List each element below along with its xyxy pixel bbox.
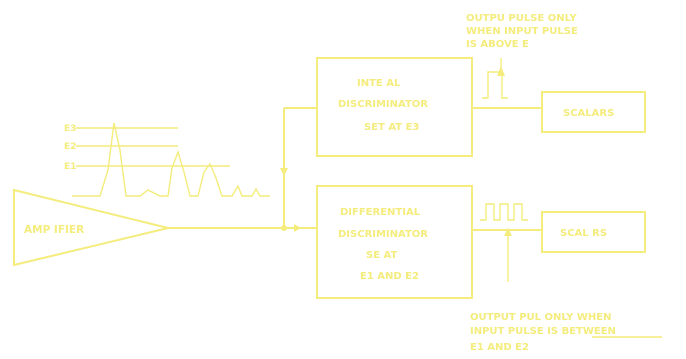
bottom-note-line1: OUTPUT PUL ONLY WHEN (470, 312, 612, 323)
integral-line1: INTE AL (357, 78, 401, 89)
scalar-box-top (541, 91, 646, 133)
amplifier-label: AMP IFIER (24, 224, 84, 236)
differential-line2: DISCRIMINATOR (338, 229, 428, 240)
bottom-note-line2: INPUT PULSE IS BETWEEN (470, 326, 616, 337)
scalar-top-label: SCALARS (563, 108, 614, 119)
top-note-line2: WHEN INPUT PULSE (466, 26, 578, 37)
differential-line1: DIFFERENTIAL (340, 207, 421, 218)
input-pulse-sketch: E3 E2 E1 (64, 122, 270, 197)
integral-line2: DISCRIMINATOR (338, 99, 428, 110)
level-label-e2: E2 (64, 142, 76, 152)
differential-line3: SE AT (366, 250, 397, 261)
bottom-note-arrow (504, 228, 512, 236)
pulse-waveform (72, 122, 270, 197)
level-label-e3: E3 (64, 124, 76, 134)
output-pulse-single (482, 71, 508, 99)
differential-line4: E1 AND E2 (360, 271, 419, 282)
output-pulse-train (480, 203, 528, 221)
scalar-box-bottom (541, 211, 646, 253)
top-note-arrow (497, 66, 505, 76)
integral-line3: SET AT E3 (364, 122, 419, 133)
branch-arrow (280, 168, 288, 176)
bottom-note-line3: E1 AND E2 (470, 342, 529, 353)
top-note-line1: OUTPU PULSE ONLY (466, 13, 577, 24)
amplifier-triangle (13, 188, 169, 267)
junction-dot (281, 225, 287, 231)
top-note-line3: IS ABOVE E (466, 39, 529, 50)
amp-output-arrow (294, 224, 301, 232)
scalar-bottom-label: SCAL RS (560, 228, 607, 239)
level-label-e1: E1 (64, 162, 76, 172)
differential-discriminator-box (316, 185, 473, 299)
